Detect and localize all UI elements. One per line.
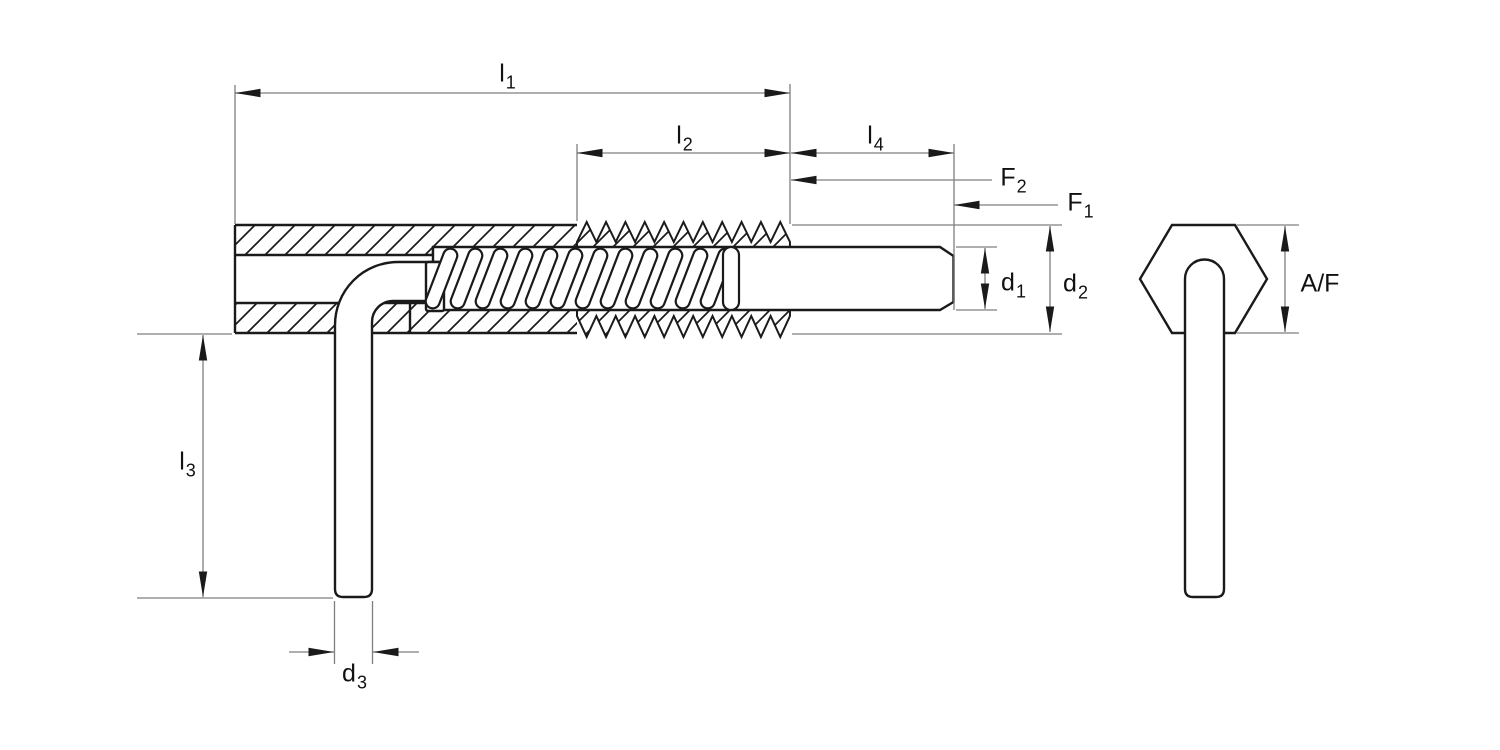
label-base: d <box>342 659 356 688</box>
label-base: F <box>1000 163 1016 192</box>
thread-bottom <box>576 309 791 340</box>
dimension-label-l2: l2 <box>676 121 693 154</box>
label-subscript: 4 <box>873 134 884 155</box>
label-subscript: 3 <box>185 460 196 481</box>
label-subscript: 3 <box>356 672 367 693</box>
label-subscript: 2 <box>682 134 693 155</box>
side-view <box>1138 223 1269 599</box>
label-base: l <box>179 447 185 476</box>
spring-end-coil <box>721 245 741 312</box>
label-base: d <box>1001 268 1015 297</box>
label-base: d <box>1063 269 1077 298</box>
dimension-label-d1: d1 <box>1001 268 1026 301</box>
dimension-label-d2: d2 <box>1063 269 1088 302</box>
dimension-label-d3: d3 <box>342 659 367 692</box>
label-base: F <box>1067 188 1083 217</box>
dimension-label-l3: l3 <box>179 447 196 480</box>
spring-coils <box>422 245 741 312</box>
label-subscript: 1 <box>1083 201 1094 222</box>
label-base: l <box>676 121 682 150</box>
label-subscript: 2 <box>1016 176 1027 197</box>
label-subscript: 2 <box>1077 282 1088 303</box>
dimension-label-l1: l1 <box>499 59 516 92</box>
label-base: l <box>499 59 505 88</box>
dimension-label-l4: l4 <box>867 121 884 154</box>
dimension-label-F2: F2 <box>1000 163 1026 196</box>
dimension-label-af: A/F <box>1300 269 1340 298</box>
label-subscript: 1 <box>505 72 516 93</box>
label-base: l <box>867 121 873 150</box>
lever-handle <box>333 260 440 599</box>
extension-lines <box>137 84 1299 664</box>
front-view-section <box>233 219 955 599</box>
label-subscript: 1 <box>1015 281 1026 302</box>
thread-top <box>576 219 791 248</box>
label-base: A/F <box>1300 269 1340 298</box>
dimension-label-F1: F1 <box>1067 188 1093 221</box>
dimension-lines <box>198 88 1290 657</box>
handle-side-view <box>1183 258 1226 599</box>
